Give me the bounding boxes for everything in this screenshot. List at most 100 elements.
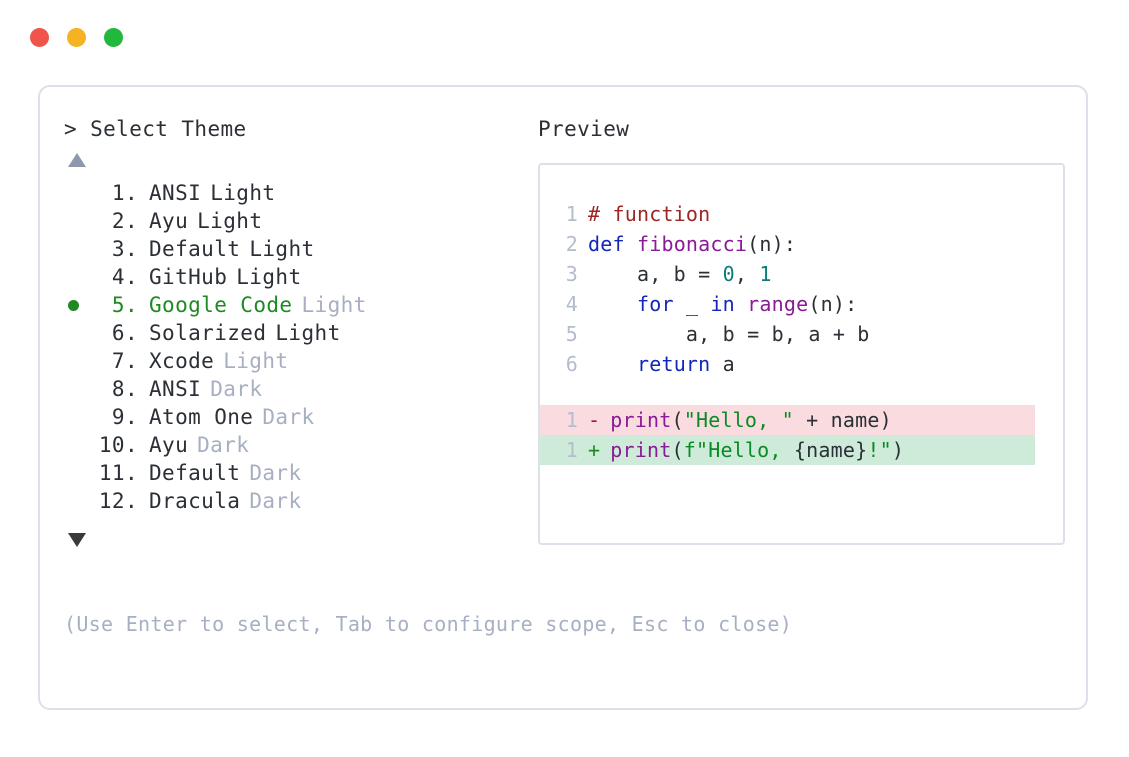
code-token: in (710, 292, 735, 316)
diff-line-add: 1+print(f"Hello, {name}!") (540, 435, 1035, 465)
line-number: 3 (565, 262, 578, 286)
code-token: 0 (722, 262, 735, 286)
diff-line-content: print("Hello, " + name) (610, 408, 892, 432)
maximize-button[interactable] (104, 28, 123, 47)
code-line: 3 a, b = 0, 1 (560, 259, 1063, 289)
code-token: f"Hello, (683, 438, 794, 462)
theme-item-index: 6. (111, 321, 138, 345)
code-line-content: a, b = 0, 1 (588, 262, 772, 286)
code-token: return (636, 352, 711, 376)
code-token: fibonacci (636, 232, 748, 256)
theme-item-variant: Dark (262, 405, 315, 429)
theme-item-variant: Light (210, 181, 276, 205)
code-token: ) (891, 438, 905, 462)
theme-item-name: Google Code (149, 293, 293, 317)
code-token: a, b = b, a + b (588, 322, 870, 346)
theme-item-name: Ayu (149, 433, 189, 457)
minimize-button[interactable] (67, 28, 86, 47)
theme-list-item[interactable]: 8. ANSI Dark (64, 377, 534, 405)
theme-item-index: 5. (111, 293, 138, 317)
code-line-content: for _ in range(n): (588, 292, 857, 316)
code-token: "Hello, " (683, 408, 794, 432)
theme-item-variant: Light (301, 293, 367, 317)
theme-item-index: 2. (111, 209, 138, 233)
code-token: for (636, 292, 674, 316)
theme-item-name: Atom One (149, 405, 254, 429)
theme-item-variant: Dark (197, 433, 250, 457)
theme-item-name: ANSI (149, 181, 202, 205)
code-token: a (710, 352, 735, 376)
theme-item-name: Dracula (149, 489, 241, 513)
line-number: 4 (565, 292, 578, 316)
code-line: 1 # function (560, 199, 1063, 229)
theme-item-variant: Light (275, 321, 341, 345)
theme-item-index: 9. (111, 405, 138, 429)
triangle-down-icon[interactable] (68, 533, 86, 547)
theme-item-index: 3. (111, 237, 138, 261)
theme-item-variant: Dark (210, 377, 263, 401)
code-token: (n): (808, 292, 858, 316)
code-token: # function (588, 202, 711, 226)
code-spacer (560, 379, 1063, 405)
theme-item-name: Default (149, 461, 241, 485)
diff-marker: + (588, 438, 601, 462)
code-token: print (610, 438, 672, 462)
triangle-up-icon[interactable] (68, 153, 86, 167)
code-token: a, b = (588, 262, 723, 286)
line-number: 1 (565, 202, 578, 226)
diff-block: 1-print("Hello, " + name)1+print(f"Hello… (540, 405, 1063, 465)
diff-line-number: 1 (565, 408, 578, 432)
keyboard-hint: (Use Enter to select, Tab to configure s… (64, 612, 793, 636)
code-line-content: a, b = b, a + b (588, 322, 870, 346)
code-token: ( (671, 408, 684, 432)
theme-item-index: 8. (111, 377, 138, 401)
theme-item-index: 12. (98, 489, 138, 513)
theme-item-variant: Dark (249, 461, 302, 485)
code-token: {name} (793, 438, 868, 462)
theme-list-item[interactable]: 11. Default Dark (64, 461, 534, 489)
code-token: !" (867, 438, 892, 462)
theme-item-name: ANSI (149, 377, 202, 401)
theme-list-item[interactable]: 10. Ayu Dark (64, 433, 534, 461)
code-token: , (734, 262, 760, 286)
preview-label: Preview (538, 117, 630, 141)
line-number: 6 (565, 352, 578, 376)
code-token: _ (673, 292, 711, 316)
code-token (588, 352, 637, 376)
code-token (588, 292, 637, 316)
code-token (735, 292, 747, 316)
theme-item-index: 4. (111, 265, 138, 289)
theme-list-item[interactable]: 9. Atom One Dark (64, 405, 534, 433)
theme-item-index: 10. (98, 433, 138, 457)
diff-line-del: 1-print("Hello, " + name) (540, 405, 1035, 435)
select-theme-prompt: > Select Theme (64, 117, 247, 141)
theme-item-variant: Light (197, 209, 263, 233)
line-number: 2 (565, 232, 578, 256)
selected-bullet-icon (68, 300, 79, 311)
selection-bullet-cell (64, 300, 94, 312)
theme-item-index: 11. (98, 461, 138, 485)
code-token: 1 (759, 262, 772, 286)
diff-line-number: 1 (565, 438, 578, 462)
theme-item-variant: Light (249, 237, 315, 261)
close-button[interactable] (30, 28, 49, 47)
code-line: 4 for _ in range(n): (560, 289, 1063, 319)
code-token: + name) (793, 408, 892, 432)
window-controls[interactable] (30, 28, 123, 47)
code-line: 5 a, b = b, a + b (560, 319, 1063, 349)
theme-list-item[interactable]: 5. Google Code Light (64, 293, 534, 321)
